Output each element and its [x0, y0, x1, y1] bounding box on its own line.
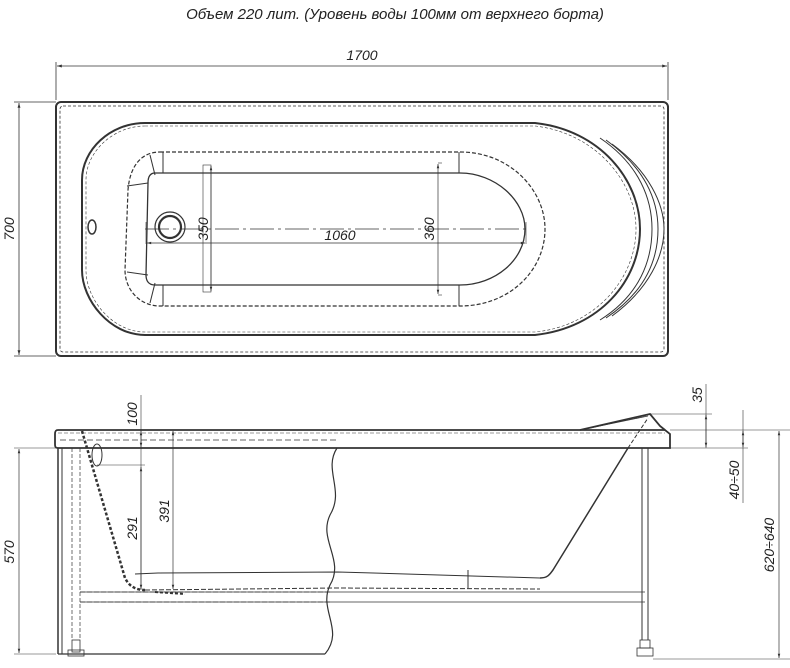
dim-foot-360: 360: [421, 217, 437, 241]
dim-headrest-35: 35: [689, 387, 705, 403]
dim-total-height-620-640: 620÷640: [761, 518, 777, 573]
dim-head-350: 350: [195, 217, 211, 241]
dim-height-570: 570: [1, 540, 17, 564]
drawing-title: Объем 220 лит. (Уровень воды 100мм от ве…: [186, 6, 604, 23]
dim-bottom-1060: 1060: [324, 227, 355, 243]
dim-depth-291: 291: [124, 516, 140, 540]
dim-depth-391: 391: [156, 499, 172, 522]
dim-rim-40-50: 40÷50: [726, 460, 742, 499]
dim-length-1700: 1700: [346, 47, 377, 63]
dim-water-level-100: 100: [124, 402, 140, 426]
dim-width-700: 700: [1, 217, 17, 241]
side-view: [14, 384, 790, 660]
top-view: [14, 62, 669, 357]
